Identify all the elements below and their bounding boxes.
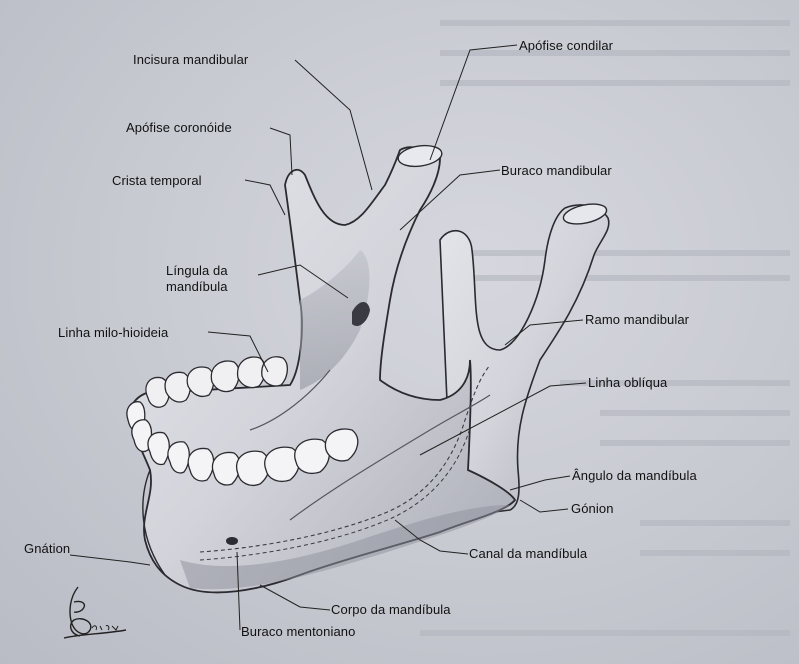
label-buraco-mentoniano: Buraco mentoniano <box>241 624 355 640</box>
label-lingula-line2: mandíbula <box>166 279 228 295</box>
label-apofise-coronoide: Apófise coronóide <box>126 120 232 136</box>
artist-signature <box>60 582 130 642</box>
label-gnation: Gnátion <box>24 541 70 557</box>
mental-foramen <box>226 537 238 545</box>
label-linha-obliqua: Linha oblíqua <box>588 375 667 391</box>
label-linha-milo-hioideia: Linha milo-hioideia <box>58 325 168 341</box>
label-gonion: Gónion <box>571 501 614 517</box>
label-buraco-mandibular: Buraco mandibular <box>501 163 612 179</box>
label-incisura-mandibular: Incisura mandibular <box>133 52 248 68</box>
label-apofise-condilar: Apófise condilar <box>519 38 613 54</box>
label-lingula-line1: Língula da <box>166 263 228 279</box>
label-angulo-mandibula: Ângulo da mandíbula <box>572 468 697 484</box>
label-canal-mandibula: Canal da mandíbula <box>469 546 587 562</box>
label-crista-temporal: Crista temporal <box>112 173 202 189</box>
label-ramo-mandibular: Ramo mandibular <box>585 312 689 328</box>
label-corpo-mandibula: Corpo da mandíbula <box>331 602 451 618</box>
